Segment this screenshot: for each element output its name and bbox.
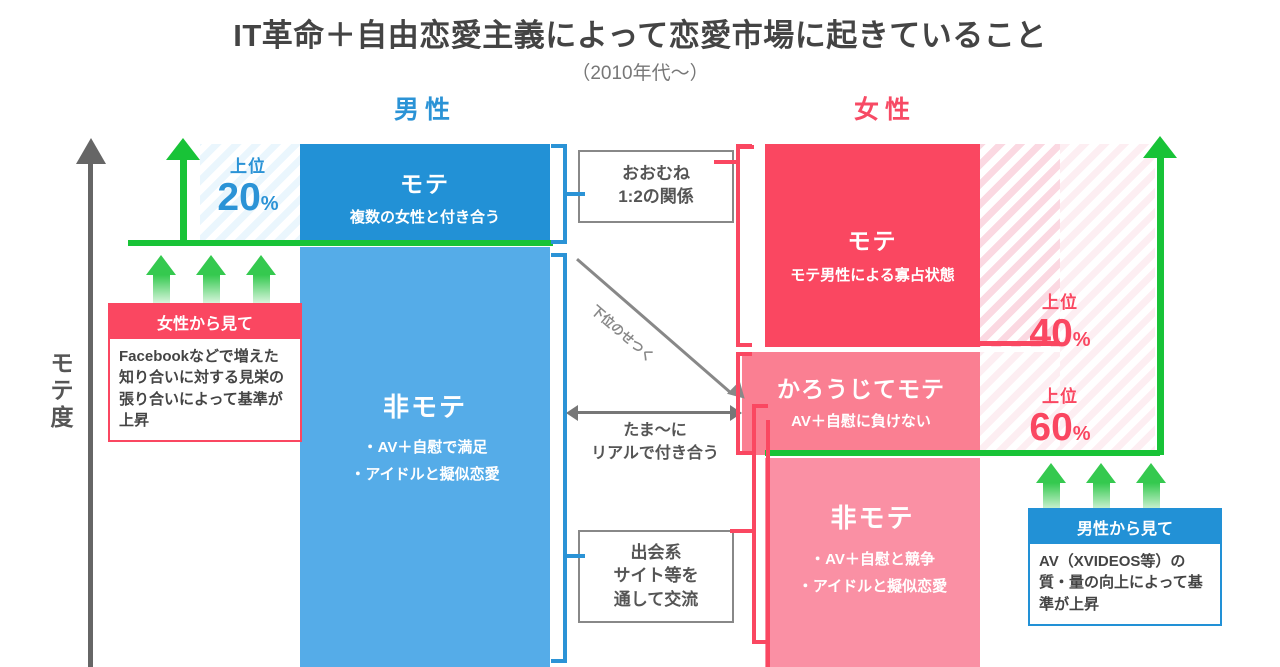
- callout-male-view-body: AV（XVIDEOS等）の質・量の向上によって基準が上昇: [1039, 553, 1203, 613]
- ratio-box: おおむね 1:2の関係: [578, 150, 734, 223]
- male-himote-bullet-2: ・アイドルと擬似恋愛: [350, 465, 500, 483]
- page-title: IT革命＋自由恋愛主義によって恋愛市場に起きていること: [233, 18, 1047, 53]
- male-green-baseline: [128, 240, 553, 246]
- callout-female-view-heading: 女性から見て: [110, 305, 300, 339]
- male-push-arrow-1-icon: [146, 255, 176, 310]
- female-green-baseline: [765, 450, 1160, 456]
- dating-site-box: 出会系 サイト等を 通して交流: [578, 530, 734, 624]
- callout-female-view-body: Facebookなどで増えた知り合いに対する見栄の張り合いによって基準が上昇: [119, 348, 285, 429]
- female-hatch-band-outer: [1060, 144, 1155, 455]
- female-percent-mid-value: 60: [1029, 406, 1073, 449]
- male-push-arrow-3-icon: [246, 255, 276, 310]
- dating-site-box-line-2: サイト等を: [613, 566, 699, 586]
- ratio-box-line-1: おおむね: [622, 164, 690, 183]
- column-header-male: 男性: [393, 96, 456, 124]
- female-hatch-band-mid: [980, 352, 1060, 455]
- female-percent-top-unit: %: [1072, 329, 1091, 351]
- page-subtitle: （2010年代〜）: [571, 63, 709, 84]
- male-green-arrow-head-icon: [166, 138, 200, 160]
- female-percent-mid-unit: %: [1072, 423, 1091, 445]
- female-percent-top-rank-label: 上位: [1042, 293, 1078, 312]
- female-block-mote: モテ モテ男性による寡占状態: [765, 144, 980, 347]
- female-hatch-band-top: [980, 144, 1060, 347]
- male-hatch-band: [200, 144, 300, 244]
- y-axis-label: モテ度: [50, 350, 74, 431]
- female-green-arrow-shaft: [1157, 150, 1164, 455]
- y-axis-arrow-icon: [76, 138, 106, 164]
- male-himote-title: 非モテ: [382, 392, 467, 422]
- female-mote-subtitle: モテ男性による寡占状態: [790, 267, 955, 284]
- female-himote-bullet-1: ・AV＋自慰と競争: [810, 551, 935, 568]
- female-himote-title: 非モテ: [830, 503, 915, 533]
- female-block-himote: 非モテ ・AV＋自慰と競争 ・アイドルと擬似恋愛: [765, 458, 980, 667]
- female-karo-subtitle: AV＋自慰に負けない: [791, 413, 931, 430]
- male-green-arrow-shaft: [180, 152, 187, 242]
- female-karo-title: かろうじてモテ: [777, 376, 945, 402]
- dating-site-box-line-1: 出会系: [630, 543, 682, 562]
- male-percent-rank-label: 上位: [230, 157, 266, 176]
- exchange-arrow-label-line-1: たま〜に: [623, 422, 687, 439]
- female-percent-top-value: 40: [1029, 312, 1073, 355]
- dating-site-box-line-3: 通して交流: [613, 589, 699, 609]
- female-block-karoujite-mote: かろうじてモテ AV＋自慰に負けない: [742, 352, 980, 455]
- diagonal-connector-label: 下位のせつく: [588, 302, 657, 365]
- exchange-arrow-label-line-2: リアルで付き合う: [591, 444, 719, 462]
- female-percent-mid-rank-label: 上位: [1042, 387, 1078, 406]
- exchange-arrow-bar: [572, 411, 736, 414]
- female-mid-percent: 上位 60%: [1008, 382, 1112, 449]
- female-top-percent: 上位 40%: [1008, 288, 1112, 355]
- male-block-himote: 非モテ ・AV＋自慰で満足 ・アイドルと擬似恋愛: [300, 247, 550, 667]
- diagonal-connector-line: [576, 258, 733, 395]
- male-percent-unit: %: [260, 193, 279, 215]
- male-mote-title: モテ: [400, 171, 450, 197]
- male-push-arrow-2-icon: [196, 255, 226, 310]
- callout-male-view: 男性から見て AV（XVIDEOS等）の質・量の向上によって基準が上昇: [1028, 508, 1222, 626]
- male-percent-value: 20: [217, 176, 261, 219]
- exchange-arrow-label: たま〜に リアルで付き合う: [570, 420, 740, 465]
- male-top-percent: 上位 20%: [196, 152, 300, 219]
- ratio-box-line-2: 1:2の関係: [618, 187, 694, 207]
- male-mote-subtitle: 複数の女性と付き合う: [349, 209, 500, 226]
- female-green-arrow-head-icon: [1143, 136, 1177, 158]
- female-percent-divider: [980, 341, 1060, 346]
- y-axis-line: [88, 160, 93, 667]
- callout-female-view: 女性から見て Facebookなどで増えた知り合いに対する見栄の張り合いによって…: [108, 303, 302, 443]
- callout-male-view-heading: 男性から見て: [1030, 510, 1220, 544]
- female-himote-bullet-2: ・アイドルと擬似恋愛: [797, 577, 948, 595]
- column-header-female: 女性: [853, 96, 916, 124]
- female-mote-title: モテ: [847, 228, 898, 254]
- male-himote-bullet-1: ・AV＋自慰で満足: [362, 439, 488, 456]
- male-block-mote: モテ 複数の女性と付き合う: [300, 144, 550, 244]
